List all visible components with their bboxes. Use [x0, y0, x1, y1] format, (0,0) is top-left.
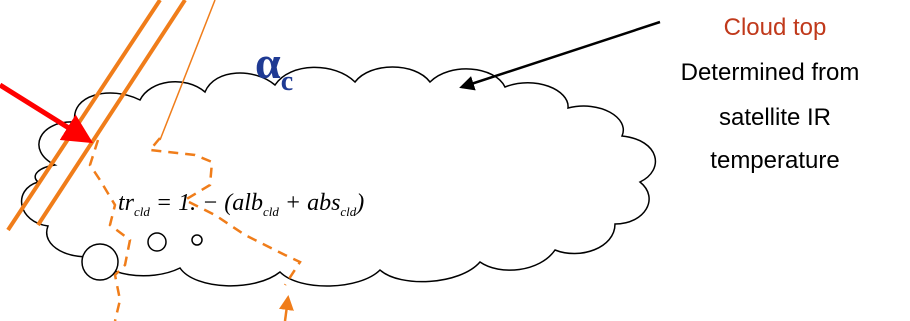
- cloud-top-title: Cloud top: [724, 14, 827, 41]
- droplet-medium: [148, 233, 166, 251]
- eq-lhs-sub: cld: [134, 204, 150, 219]
- upward-orange-arrow: [285, 298, 288, 321]
- albedo-subscript: c: [281, 66, 293, 97]
- droplet-small: [192, 235, 202, 245]
- droplet-large: [82, 244, 118, 280]
- eq-term2: abs: [307, 190, 340, 216]
- eq-close: ): [354, 190, 364, 216]
- cloud-top-pointer-arrow: [462, 22, 660, 87]
- cloud-shape: [22, 67, 656, 286]
- eq-lhs: tr: [118, 190, 135, 216]
- eq-term2-sub: cld: [340, 204, 356, 219]
- eq-term1: alb: [232, 190, 263, 216]
- cloud-top-line-3: temperature: [710, 147, 839, 174]
- albedo-letter: α: [255, 37, 281, 88]
- cloud-top-line-2: satellite IR: [719, 104, 831, 131]
- eq-term1-sub: cld: [263, 204, 279, 219]
- transmission-equation: trcld = 1. − (albcld + abscld): [118, 190, 364, 219]
- eq-middle: = 1. − (: [150, 190, 234, 216]
- cloud-top-line-1: Determined from: [681, 59, 860, 86]
- eq-plus: +: [279, 190, 307, 216]
